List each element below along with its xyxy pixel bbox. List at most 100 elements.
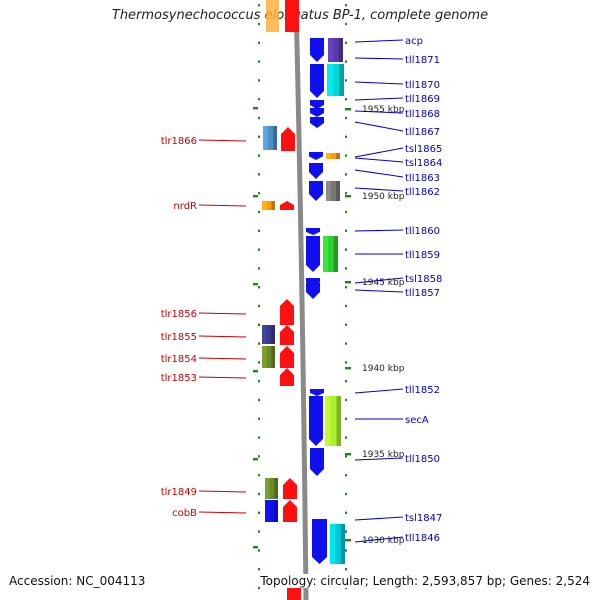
minor-tick-right [345, 192, 347, 195]
cog-block-tll1846-shadow [340, 524, 345, 564]
cog-block-tlr1849 [265, 478, 278, 499]
gene-arrow-tlr1855 [280, 325, 294, 345]
leader-line-nrdR [198, 204, 247, 207]
clipped-gene-bottom [287, 588, 301, 600]
cog-block-cobB-highlight [265, 500, 270, 522]
cog-block-cobB-shadow [274, 500, 278, 522]
minor-tick-left [258, 173, 260, 176]
cog-block-tlr1866-highlight [263, 126, 268, 150]
cog-block-tlr1855-highlight [262, 325, 267, 344]
minor-tick-right [345, 436, 347, 439]
kbp-tick [345, 539, 351, 542]
minor-tick-left [258, 229, 260, 232]
kbp-label: 1950 kbp [362, 192, 405, 202]
minor-tick-left [258, 511, 260, 514]
map-title: Thermosynechococcus elongatus BP-1, comp… [111, 8, 489, 23]
gene-arrow-tll1860 [306, 228, 320, 235]
minor-tick-right [345, 323, 347, 326]
leader-line-acp [354, 39, 404, 43]
kbp-tick [345, 367, 351, 370]
leader-line-tlr1856 [198, 312, 247, 315]
cog-block-tlr1854-highlight [262, 346, 267, 368]
gene-arrow-tll1852 [310, 389, 324, 396]
minor-tick-left [258, 41, 260, 44]
leader-line-tll1863 [354, 169, 404, 178]
cog-block-tlr1855-shadow [271, 325, 275, 344]
cog-block-tll1846-highlight [330, 524, 336, 564]
gene-label-tlr1856: tlr1856 [161, 309, 197, 320]
cog-block-nrdR-shadow [271, 201, 275, 210]
minor-tick-left [258, 474, 260, 477]
cog-block-tll1859-highlight [323, 236, 329, 272]
cog-block-nrdR [262, 201, 275, 210]
gene-arrow-tlr1849 [283, 478, 297, 499]
cog-block-tll1846 [330, 524, 345, 564]
kbp-label: 1955 kbp [362, 105, 405, 115]
cog-block-tll1859 [323, 236, 338, 272]
minor-tick-left [258, 323, 260, 326]
genome-summary: Topology: circular; Length: 2,593,857 bp… [260, 574, 590, 588]
cog-block-nrdR-highlight [262, 201, 267, 210]
cog-block-cobB [265, 500, 278, 522]
leader-line-tsl1864 [354, 157, 404, 163]
minor-tick-right [345, 210, 347, 214]
minor-tick-left [258, 530, 260, 533]
gene-arrow-tlr1856 [280, 299, 294, 325]
gene-arrow-tlr1853 [280, 368, 294, 386]
gene-arrow-tll1859 [306, 236, 320, 272]
gene-label-tll1850: tll1850 [405, 454, 440, 465]
gene-arrow-acp [310, 38, 324, 62]
cog-block-tll1871-shadow [339, 64, 344, 96]
minor-tick-right [345, 361, 347, 364]
gene-arrow-tll1867 [310, 117, 324, 128]
cog-block-tsl1865-shadow [336, 153, 340, 159]
minor-tick-right [345, 173, 347, 176]
gene-label-tll1863: tll1863 [405, 173, 440, 184]
leader-line-tlr1853 [198, 376, 247, 379]
gene-label-tsl1847: tsl1847 [405, 513, 442, 524]
major-tick-left [253, 195, 258, 198]
gene-label-tll1860: tll1860 [405, 226, 440, 237]
minor-tick-right [345, 41, 347, 44]
leader-line-tll1869 [354, 97, 404, 101]
cog-block-tll1871-highlight [327, 64, 333, 96]
gene-label-tll1869: tll1869 [405, 94, 440, 105]
minor-tick-left [258, 398, 260, 402]
cog-block-tll1871 [327, 64, 344, 96]
minor-tick-left [258, 417, 260, 420]
minor-tick-left [258, 304, 260, 308]
minor-tick-right [345, 455, 347, 458]
minor-tick-right [345, 511, 347, 514]
minor-tick-right [345, 135, 347, 138]
leader-line-tll1870 [354, 81, 404, 85]
minor-tick-right [345, 304, 347, 308]
minor-tick-right [345, 568, 347, 571]
cog-block-tlr1866-shadow [273, 126, 277, 150]
minor-tick-right [345, 398, 347, 402]
gene-label-tlr1855: tlr1855 [161, 332, 197, 343]
accession-label: Accession: NC_004113 [9, 574, 146, 588]
leader-line-cobB [198, 511, 247, 514]
minor-tick-left [258, 22, 260, 26]
minor-tick-left [258, 60, 260, 63]
leader-line-tll1868 [354, 110, 404, 114]
minor-tick-right [345, 267, 347, 270]
minor-tick-left [258, 4, 260, 7]
cog-block-tlr1849-shadow [274, 478, 278, 499]
gene-arrow-tll1857 [306, 283, 320, 299]
minor-tick-left [258, 192, 260, 195]
leader-line-tsl1865 [354, 147, 404, 158]
gene-arrow-tll1862 [309, 181, 323, 201]
leader-line-tll1871 [354, 57, 404, 60]
cog-block-acp-shadow [338, 38, 343, 62]
minor-tick-right [345, 474, 347, 477]
minor-tick-right [345, 98, 347, 101]
gene-arrow-secA [309, 396, 323, 446]
gene-arrow-tsl1864 [309, 152, 323, 160]
leader-line-tsl1847 [354, 516, 404, 521]
minor-tick-left [258, 568, 260, 571]
gene-label-tll1867: tll1867 [405, 127, 440, 138]
minor-tick-right [345, 380, 347, 383]
gene-arrow-tll1869 [310, 100, 324, 109]
